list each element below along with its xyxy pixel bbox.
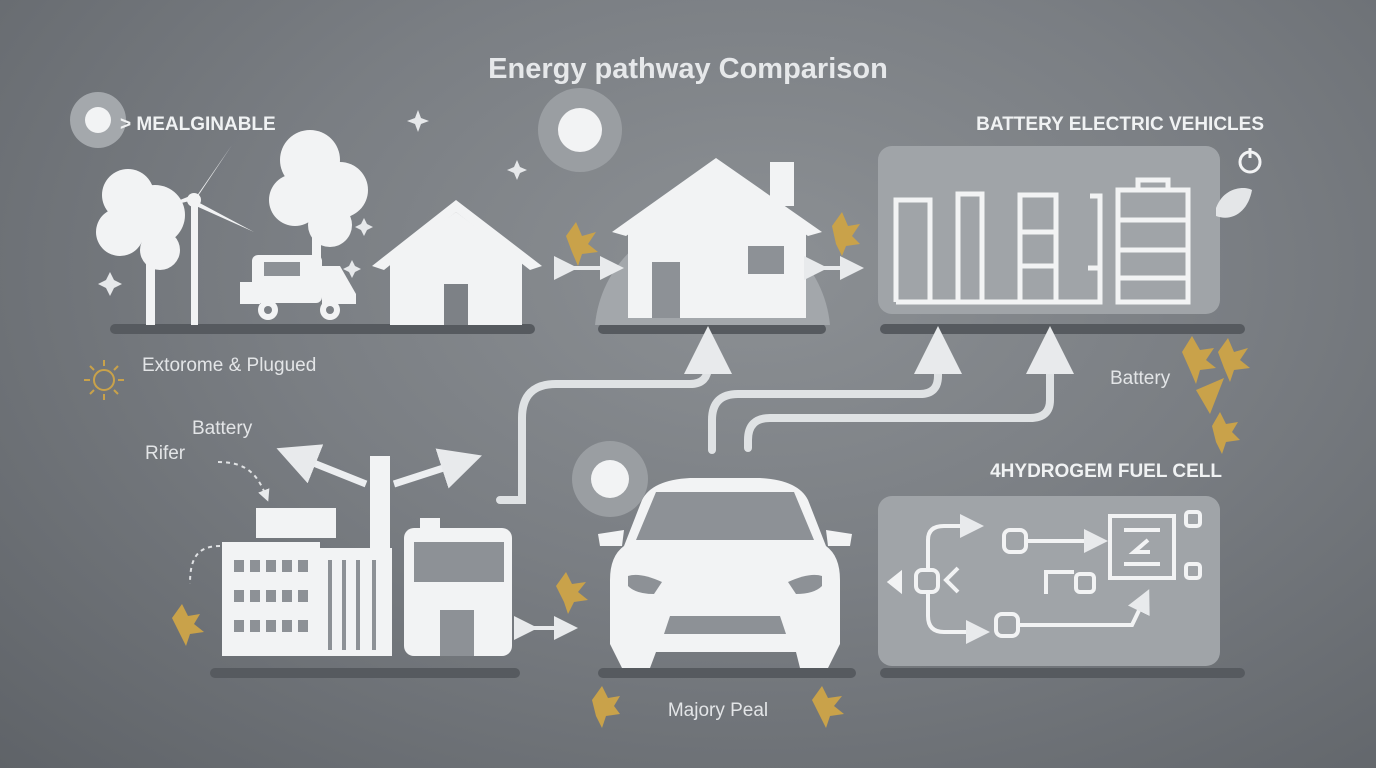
page-title: Energy pathway Comparison [488, 53, 888, 85]
battery-panel [878, 146, 1220, 314]
leaf-icon [1216, 187, 1252, 218]
flow-diagram-icon [878, 496, 1220, 666]
factory-arrows [276, 444, 482, 489]
truck-icon [240, 255, 356, 320]
label-battery-right: Battery [1110, 368, 1171, 389]
ground-rails [110, 324, 1245, 678]
house-icon [612, 158, 822, 318]
power-icon [1238, 148, 1262, 174]
car-icon [598, 478, 852, 668]
double-arrow-icons [514, 256, 864, 640]
label-rifer: Rifer [145, 443, 186, 464]
label-top-left: > MEALGINABLE [120, 114, 276, 135]
sun-icon [84, 360, 124, 400]
factory-icon [222, 456, 512, 656]
label-hydrogen-fuel-cell: 4HYDROGEM FUEL CELL [990, 461, 1222, 482]
dashed-pointer [189, 461, 270, 585]
sun-icon [70, 92, 126, 148]
label-battery-electric-vehicles: BATTERY ELECTRIC VEHICLES [976, 114, 1264, 135]
factory-windows [234, 560, 376, 650]
leaf-icon [172, 212, 1250, 728]
caption-left: Extorome & Plugued [142, 355, 316, 376]
flow-arrows [496, 326, 1074, 504]
sun-icon [538, 88, 622, 172]
tree-icon [96, 169, 185, 325]
sparkle-icons [98, 110, 527, 296]
house-icon [372, 200, 542, 325]
caption-bottom: Majory Peal [668, 700, 768, 721]
tree-icon [269, 130, 368, 295]
label-battery-left: Battery [192, 418, 253, 439]
wind-turbine-icon [160, 145, 254, 325]
sun-icon [572, 441, 648, 517]
